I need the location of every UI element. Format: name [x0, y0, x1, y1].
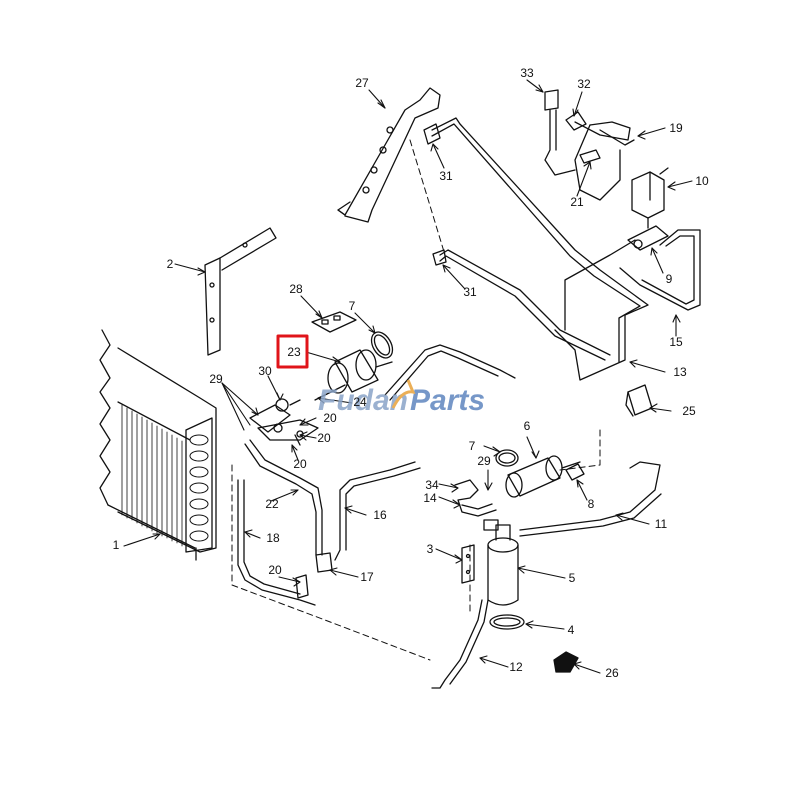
refrigerant-line-13: [431, 117, 649, 381]
condenser: [99, 329, 217, 561]
part-label-20: 20: [317, 431, 331, 445]
valve-8: [565, 463, 585, 481]
part-label-6: 6: [524, 419, 531, 433]
refrigerant-line-15: [439, 229, 701, 361]
leader-lines: [123, 79, 693, 674]
part-label-23: 23: [287, 345, 301, 359]
refrigerant-line-18: [237, 479, 316, 606]
part-label-31: 31: [463, 285, 477, 299]
receiver-drier-5: [483, 519, 519, 606]
fitting-20-lower: [295, 574, 309, 599]
refrigerant-line-11: [519, 461, 662, 537]
part-labels: 2733321910312123192872315132930252420202…: [113, 66, 709, 680]
part-label-29: 29: [477, 454, 491, 468]
part-label-15: 15: [669, 335, 683, 349]
fitting-31-upper: [423, 123, 441, 145]
part-label-26: 26: [605, 666, 619, 680]
highlight-box: [276, 334, 309, 369]
bracket-28: [311, 311, 357, 333]
part-label-12: 12: [509, 660, 523, 674]
fitting-33: [544, 89, 576, 176]
watermark-text-b: Parts: [410, 384, 485, 417]
part-label-5: 5: [569, 571, 576, 585]
part-label-17: 17: [360, 570, 374, 584]
part-label-31: 31: [439, 169, 453, 183]
part-label-14: 14: [423, 491, 437, 505]
watermark: Fudan Parts: [318, 379, 485, 417]
part-label-22: 22: [265, 497, 279, 511]
part-label-7: 7: [349, 299, 356, 313]
part-label-9: 9: [666, 272, 673, 286]
valve-9: [627, 225, 669, 251]
part-label-33: 33: [520, 66, 534, 80]
part-label-27: 27: [355, 76, 369, 90]
bracket-3: [461, 544, 475, 584]
bracket-27: [337, 87, 441, 223]
part-label-30: 30: [258, 364, 272, 378]
part-label-20: 20: [323, 411, 337, 425]
refrigerant-line-16: [334, 344, 516, 561]
refrigerant-line-22: [244, 439, 323, 556]
part-label-20: 20: [293, 457, 307, 471]
part-label-1: 1: [113, 538, 120, 552]
fitting-cluster: [249, 398, 319, 446]
clamp-7-lower: [495, 449, 519, 467]
part-label-3: 3: [427, 542, 434, 556]
refrigerant-line-12: [431, 599, 489, 689]
part-label-32: 32: [577, 77, 591, 91]
bracket-2: [204, 227, 277, 356]
part-label-28: 28: [289, 282, 303, 296]
bracket-25: [625, 384, 653, 417]
fitting-21: [579, 149, 601, 164]
part-label-4: 4: [568, 623, 575, 637]
fitting-17: [315, 552, 333, 573]
part-label-8: 8: [588, 497, 595, 511]
part-label-21: 21: [570, 195, 584, 209]
clip-26: [553, 651, 579, 673]
receiver-6: [505, 455, 581, 498]
part-label-2: 2: [167, 257, 174, 271]
part-label-34: 34: [425, 478, 439, 492]
part-label-10: 10: [695, 174, 709, 188]
part-label-20: 20: [268, 563, 282, 577]
refrigerant-line-14: [454, 479, 497, 517]
part-label-24: 24: [353, 395, 367, 409]
part-label-16: 16: [373, 508, 387, 522]
line-19: [574, 121, 635, 201]
switch-10: [631, 167, 669, 229]
clamp-4: [489, 614, 525, 630]
part-label-18: 18: [266, 531, 280, 545]
part-label-25: 25: [682, 404, 696, 418]
watermark-text-a: Fudan: [318, 384, 408, 417]
part-label-19: 19: [669, 121, 683, 135]
fitting-32: [565, 111, 587, 131]
part-label-7: 7: [469, 439, 476, 453]
part-label-11: 11: [655, 517, 668, 531]
fitting-31-lower: [432, 249, 447, 266]
clamp-7-upper: [370, 331, 394, 359]
part-label-13: 13: [673, 365, 687, 379]
part-label-29: 29: [209, 372, 223, 386]
